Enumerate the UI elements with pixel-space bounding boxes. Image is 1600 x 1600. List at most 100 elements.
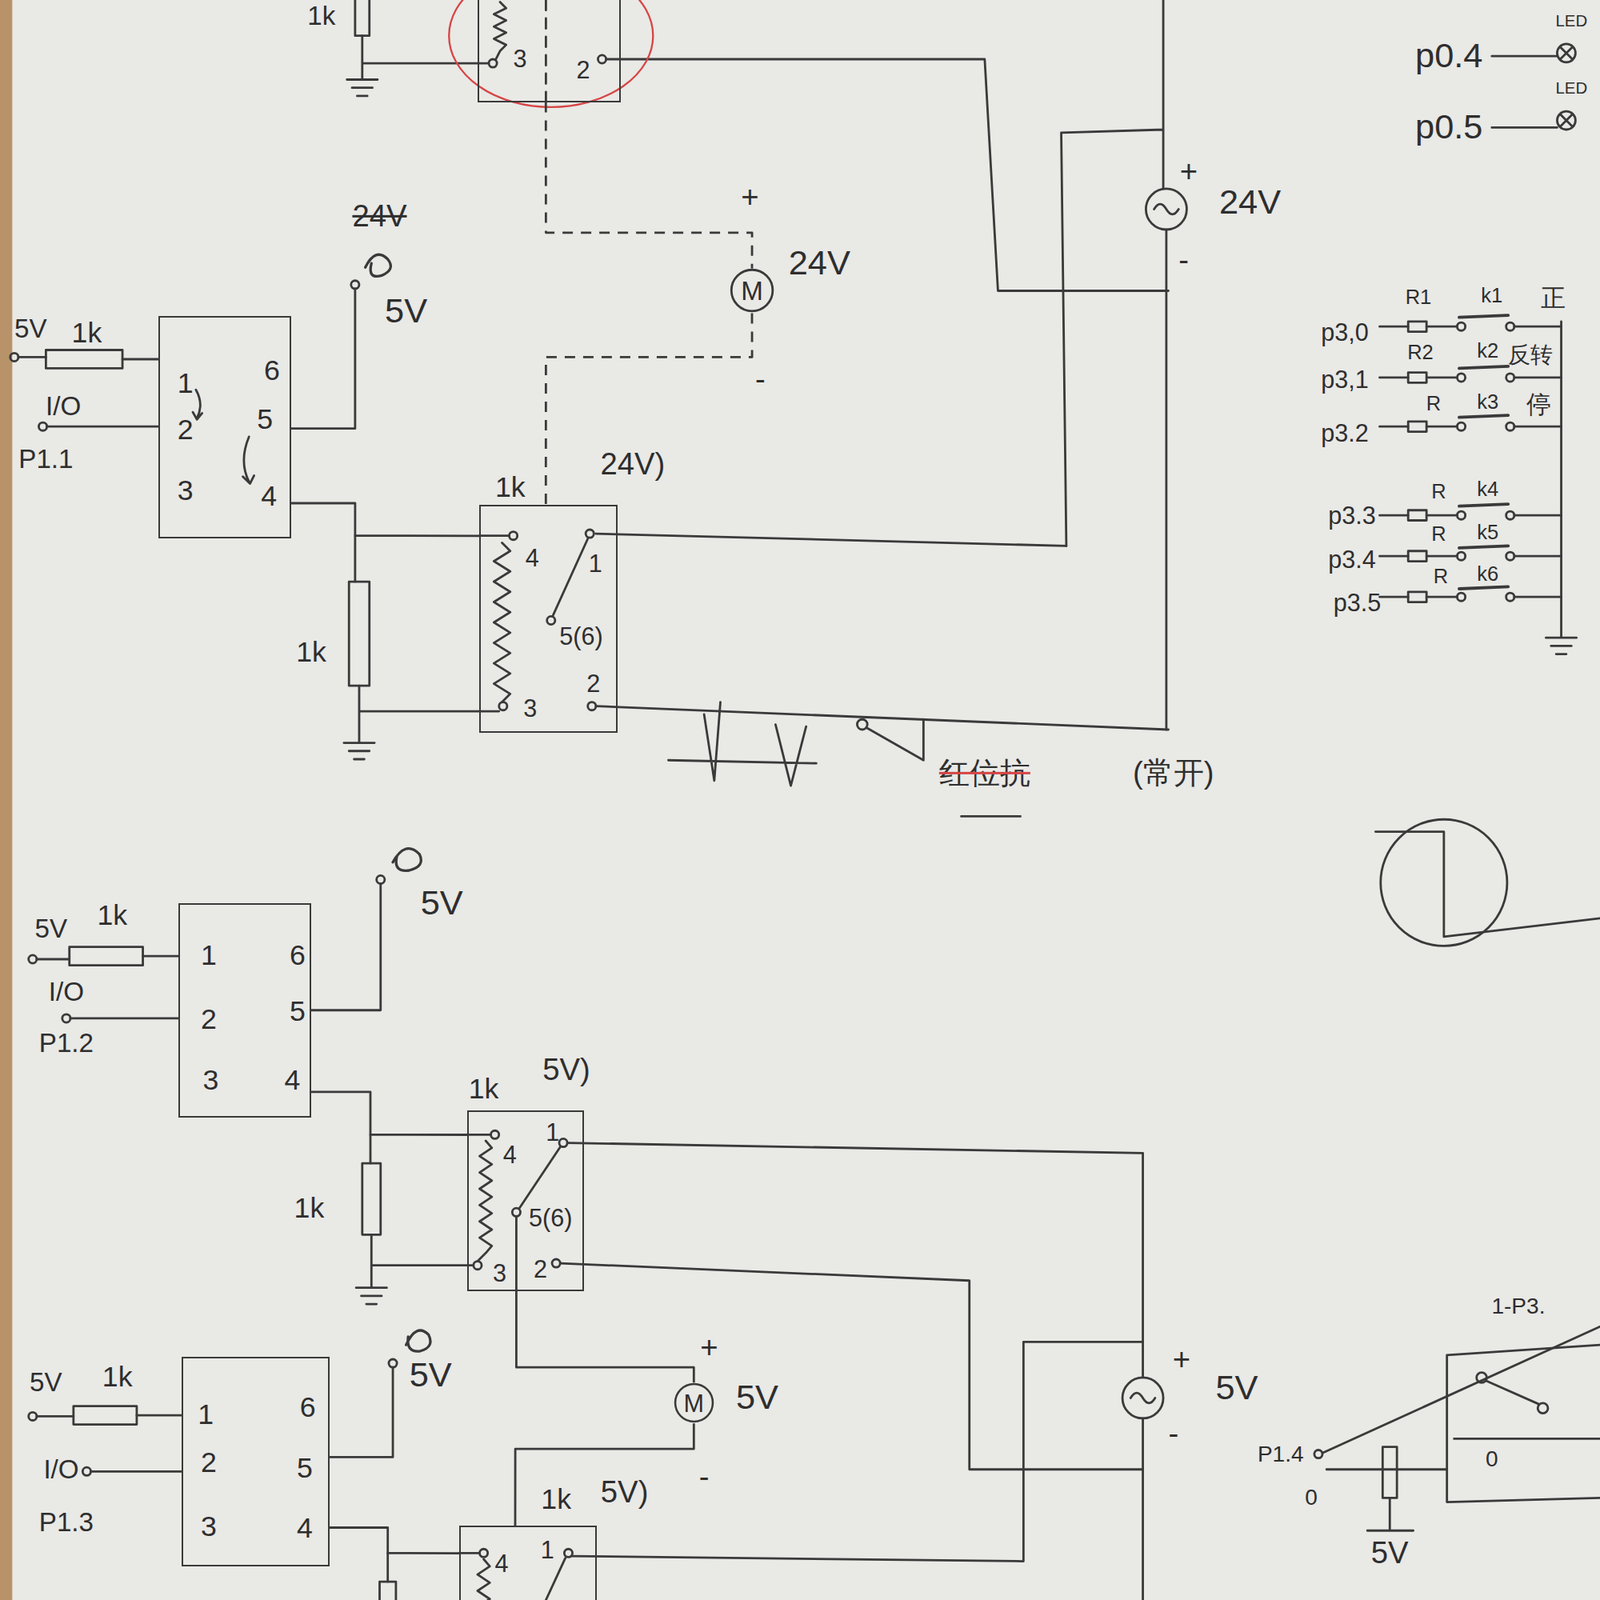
annotation-label: p3.3 — [1328, 503, 1376, 528]
pin-number: 3 — [200, 1512, 217, 1542]
pin-number: 5 — [296, 1454, 313, 1484]
opto3-wiring — [28, 1412, 37, 1420]
opto2-wiring — [62, 1014, 71, 1023]
annotation-label: 1k — [307, 3, 336, 30]
switch-panel — [1506, 322, 1515, 331]
annotation-label: k6 — [1476, 564, 1499, 585]
relay1-internals — [348, 581, 370, 686]
switch-panel — [1459, 415, 1508, 418]
relay1-internals — [499, 702, 508, 711]
switch-panel — [1506, 511, 1515, 520]
relay1-internals — [585, 529, 594, 538]
top-relay-circuit — [493, 2, 506, 60]
annotation-label: 1-P3. — [1491, 1295, 1545, 1318]
switch-panel — [1408, 510, 1427, 521]
annotation-label: 5V — [29, 1369, 63, 1396]
annotation-label: 0 — [1485, 1448, 1499, 1471]
annotation-label: 5V — [1215, 1370, 1258, 1405]
switch-panel — [1456, 373, 1465, 382]
switch-panel — [1456, 511, 1465, 520]
annotation-label: 5V — [34, 915, 68, 942]
top-relay-circuit — [347, 36, 489, 96]
relay1-internals — [547, 616, 556, 624]
switch-panel — [1408, 372, 1427, 384]
switch-panel — [1379, 555, 1561, 558]
pin-number: 2 — [576, 56, 591, 82]
pin-number: 2 — [200, 1005, 217, 1035]
annotation-label: (常开) — [1132, 756, 1214, 788]
switch-panel — [1379, 425, 1561, 428]
pin-number: 3 — [523, 695, 537, 720]
pin-number: 2 — [586, 671, 600, 696]
annotation-label: 1k — [540, 1485, 572, 1515]
relay1-internals — [668, 702, 816, 787]
annotation-label: 24V — [788, 245, 851, 280]
relay-sketch — [1322, 1326, 1600, 1470]
pin-number: 4 — [296, 1515, 313, 1544]
annotation-label: LED — [1555, 79, 1588, 96]
annotation-label: k2 — [1476, 340, 1499, 362]
top-relay-circuit — [597, 55, 606, 64]
opto3-wiring — [82, 1467, 91, 1476]
switch-panel — [1379, 325, 1561, 328]
relay1-internals — [588, 702, 596, 711]
relay3-internals — [459, 1552, 480, 1555]
opto2-wiring — [36, 956, 179, 960]
switch-panel — [1456, 422, 1465, 431]
opto3-wiring — [91, 1470, 183, 1473]
annotation-label: 24V — [1219, 184, 1281, 220]
annotation-label: I/O — [45, 392, 81, 420]
annotation-label: 5V — [420, 885, 464, 920]
relay2-internals — [491, 1130, 500, 1139]
relay2-internals — [559, 1138, 568, 1147]
switch-panel — [1456, 592, 1465, 601]
annotation-label: + — [1180, 156, 1198, 187]
relay3-internals — [379, 1581, 396, 1600]
opto3-wiring — [36, 1415, 182, 1416]
motor-symbol: M — [729, 268, 775, 313]
annotation-label: + — [700, 1332, 718, 1363]
pin-number: 3 — [512, 45, 527, 71]
red-circle-mark — [448, 0, 653, 108]
annotation-label: k5 — [1476, 522, 1499, 544]
relay2-internals — [467, 1133, 491, 1136]
pin-number: 3 — [177, 476, 194, 506]
switch-panel — [1379, 376, 1561, 380]
switch-panel — [1459, 545, 1508, 548]
opto3-wiring — [28, 1330, 431, 1476]
annotation-label: 1k — [495, 473, 526, 503]
dashed-wire — [545, 313, 752, 506]
annotation-label: p3,1 — [1320, 367, 1369, 392]
annotation-label: 正 — [1540, 285, 1566, 311]
circle-sketch — [1375, 832, 1600, 937]
ac-source-24v — [1061, 0, 1188, 730]
relay3-internals — [477, 1559, 490, 1600]
opto2-wiring — [376, 875, 385, 884]
relay1-internals — [479, 534, 509, 537]
relay2-internals — [362, 1163, 381, 1235]
optocoupler-box: 123654 — [178, 903, 312, 1118]
annotation-label: + — [740, 181, 759, 212]
annotation-label: I/O — [48, 978, 84, 1005]
opto2-wiring — [28, 955, 37, 964]
opto2-wiring — [69, 947, 144, 966]
relay-sketch — [1367, 1497, 1413, 1531]
relay3-internals — [564, 1548, 572, 1557]
opto1-wiring — [365, 254, 392, 276]
opto1-wiring — [45, 350, 123, 369]
motor-letter: M — [740, 277, 764, 304]
annotation-label: p0.4 — [1415, 38, 1483, 73]
opto2-wiring — [70, 1017, 179, 1020]
opto1-wiring — [351, 280, 360, 289]
pin-number: 5 — [256, 405, 273, 435]
annotation-label: 1k — [72, 319, 103, 348]
led-symbol — [1492, 114, 1573, 128]
annotation-label: 反转 — [1508, 344, 1553, 367]
relay1-internals — [508, 532, 517, 540]
optocoupler-box: 123654 — [158, 316, 292, 539]
annotation-label: P1.4 — [1257, 1443, 1304, 1466]
relay1-internals — [552, 538, 588, 616]
opto1-wiring — [10, 352, 19, 361]
